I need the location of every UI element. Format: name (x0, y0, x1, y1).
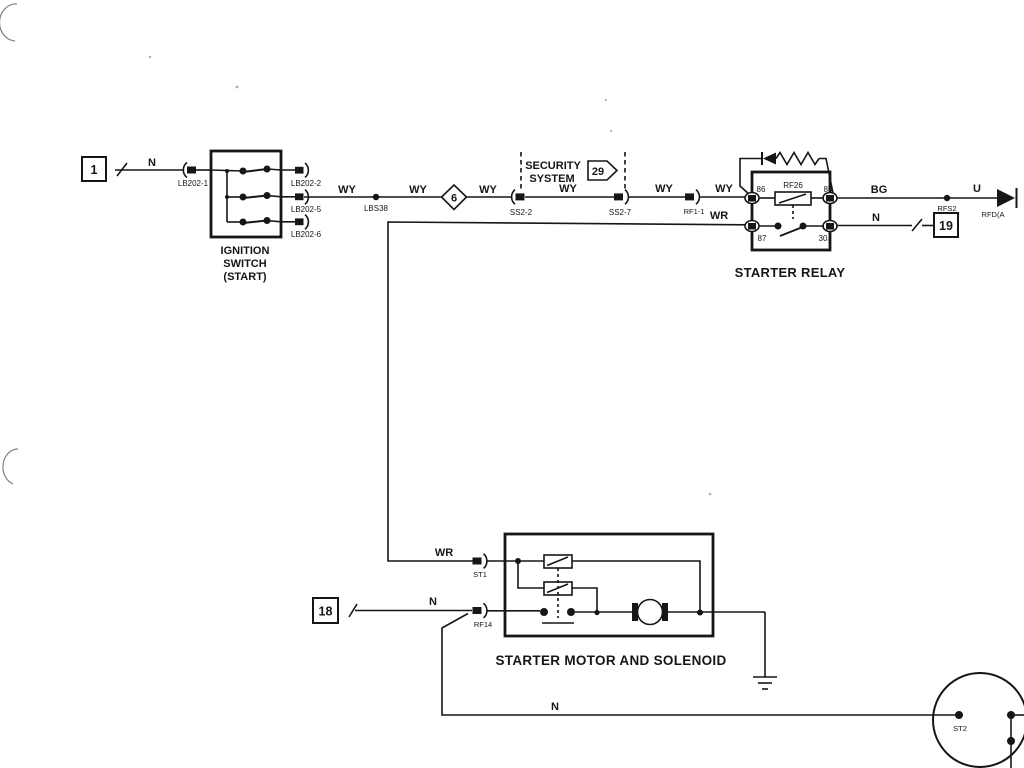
relay-coil-icon (759, 191, 824, 206)
relay-pin-label-30: 30 (819, 234, 828, 243)
wire-label-n-relay: N (872, 212, 880, 224)
scan-speck (604, 98, 608, 102)
security-arrow-number: 29 (592, 166, 604, 178)
splice-label-rfs2: RFS2 (937, 204, 956, 213)
security-system-name-1: SECURITY (525, 160, 581, 172)
terminal-dot-st2 (955, 711, 963, 719)
splice-dot-lbs38 (372, 193, 380, 201)
grid-ref-box-1 (81, 156, 107, 182)
splice-dot-rfs2 (943, 194, 951, 202)
relay-coil-label: RF26 (783, 181, 803, 190)
connector-label-rfd: RFD(A (982, 210, 1005, 219)
relay-pin-label-87: 87 (758, 234, 767, 243)
resistor-icon (775, 150, 820, 167)
relay-pin-30 (822, 219, 838, 233)
route-diamond-number: 6 (451, 193, 457, 205)
grid-ref-box-19 (933, 212, 959, 238)
security-arrow-icon (587, 160, 619, 181)
scan-speck (609, 129, 613, 133)
starter-motor-box (503, 532, 715, 638)
connector-lb202-1-icon (182, 161, 211, 179)
relay-pin-label-85: 85 (824, 185, 833, 194)
wire-wr (387, 221, 746, 562)
connector-ss2-7-icon (614, 188, 630, 205)
starter-relay-box (750, 170, 832, 252)
wire-label-n-motor: N (429, 596, 437, 608)
relay-pin-86 (744, 191, 760, 205)
grid-ref-1: 1 (91, 163, 98, 177)
connector-label-rf14: RF14 (474, 620, 492, 629)
wire-label-wr-motor: WR (435, 547, 453, 559)
connector-label-lb202-2: LB202-2 (291, 179, 322, 188)
connector-label-ss2-2: SS2-2 (510, 208, 533, 217)
grid-ref-box-18 (312, 597, 339, 624)
grid-ref-18: 18 (319, 605, 333, 619)
wire-break-slash (911, 218, 923, 232)
connector-ss2-2-icon (510, 188, 525, 205)
wire-label-wy6: WY (715, 183, 733, 195)
relay-suppression-loop (739, 150, 834, 196)
offpage-arrow-icon (997, 188, 1018, 208)
relay-pin-label-86: 86 (757, 185, 766, 194)
wire-label-wy1: WY (338, 184, 356, 196)
scan-speck (148, 55, 152, 59)
connector-label-lb202-5: LB202-5 (291, 205, 322, 214)
connector-label-lb202-6: LB202-6 (291, 230, 322, 239)
connector-label-rf1-1: RF1-1 (684, 207, 705, 216)
relay-pin-85 (822, 191, 838, 205)
relay-pin-87 (744, 219, 760, 233)
wire-label-wy5: WY (655, 183, 673, 195)
connector-rf1-1-icon (685, 188, 701, 205)
connector-label-ss2-7: SS2-7 (609, 208, 632, 217)
wire-break-slash (348, 603, 358, 618)
route-diamond-icon (440, 183, 468, 211)
connector-label-st1: ST1 (473, 570, 487, 579)
scan-speck (708, 492, 712, 496)
ignition-switch-name-1: IGNITION (221, 245, 270, 257)
connector-rf14-icon (472, 602, 488, 619)
scan-artifact-arc-top (0, 3, 18, 42)
scan-artifact-arc-middle (2, 448, 19, 485)
connector-st1-icon (472, 553, 488, 570)
terminal-label-st2: ST2 (953, 724, 967, 733)
bottom-right-component (932, 672, 1024, 768)
wire-label-n-top: N (148, 157, 156, 169)
wire-n-bottom (441, 612, 956, 716)
wire-label-n-bottom: N (551, 701, 559, 713)
relay-switch-contacts (759, 222, 824, 237)
solenoid-windings (515, 554, 703, 616)
wire-label-wy4: WY (559, 183, 577, 195)
solenoid-contacts (540, 608, 634, 624)
grid-ref-19: 19 (939, 219, 953, 233)
connector-lb202-2-icon (295, 162, 310, 179)
splice-label-lbs38: LBS38 (364, 204, 389, 213)
ground-icon (753, 612, 777, 690)
ignition-switch-name-2: SWITCH (223, 258, 266, 270)
starter-motor-name: STARTER MOTOR AND SOLENOID (495, 653, 726, 668)
wire-label-wr-top: WR (710, 210, 728, 222)
ignition-switch-contacts (210, 165, 295, 226)
starter-relay-name: STARTER RELAY (735, 265, 846, 280)
motor-icon (632, 598, 765, 626)
wire-label-wy3: WY (479, 184, 497, 196)
scan-speck (235, 85, 239, 89)
security-system-name-2: SYSTEM (529, 173, 574, 185)
wire-label-wy2: WY (409, 184, 427, 196)
ignition-switch-name-3: (START) (223, 271, 267, 283)
connector-label-lb202-1: LB202-1 (178, 179, 209, 188)
ignition-switch-box (209, 149, 283, 239)
wire-label-bg: BG (871, 184, 888, 196)
connector-lb202-6-icon (295, 213, 310, 230)
wire-label-u: U (973, 183, 981, 195)
